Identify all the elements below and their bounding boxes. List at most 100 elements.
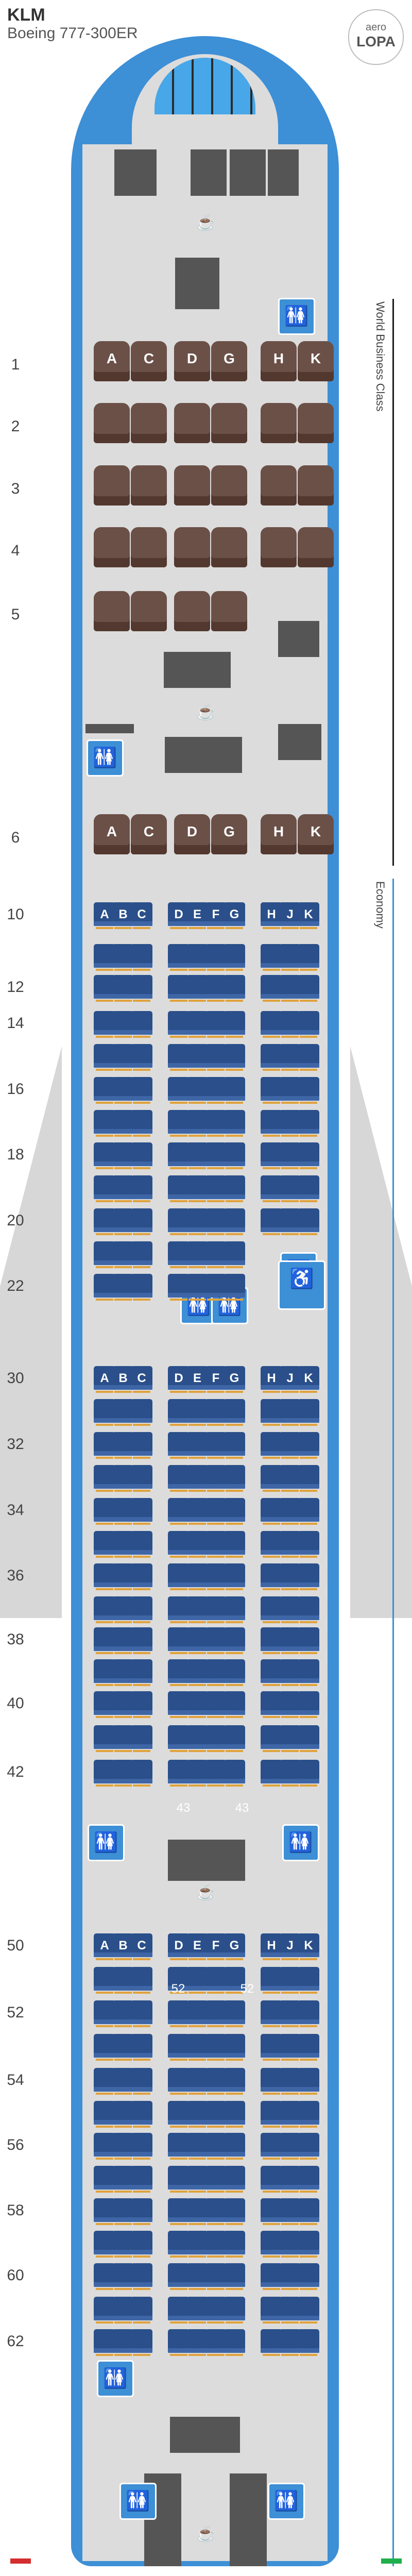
economy-seat[interactable] bbox=[94, 2101, 115, 2128]
economy-seat[interactable] bbox=[279, 1011, 301, 1038]
economy-seat[interactable] bbox=[186, 1465, 208, 1492]
economy-seat[interactable] bbox=[298, 1563, 319, 1590]
economy-seat[interactable] bbox=[168, 2000, 190, 2027]
economy-seat[interactable] bbox=[131, 1659, 152, 1686]
economy-seat[interactable] bbox=[224, 1725, 245, 1752]
business-seat[interactable]: K bbox=[298, 341, 334, 381]
business-seat[interactable]: C bbox=[131, 341, 167, 381]
business-seat[interactable] bbox=[261, 403, 297, 443]
economy-seat[interactable] bbox=[94, 1659, 115, 1686]
economy-seat[interactable] bbox=[205, 2068, 227, 2095]
economy-seat[interactable] bbox=[94, 1760, 115, 1787]
economy-seat[interactable] bbox=[94, 2231, 115, 2258]
economy-seat[interactable] bbox=[279, 1432, 301, 1459]
economy-seat[interactable] bbox=[279, 1142, 301, 1169]
economy-seat[interactable] bbox=[112, 2263, 134, 2290]
economy-seat[interactable] bbox=[224, 944, 245, 971]
economy-seat[interactable] bbox=[168, 2101, 190, 2128]
economy-seat[interactable] bbox=[224, 1142, 245, 1169]
economy-seat[interactable] bbox=[298, 1659, 319, 1686]
economy-seat[interactable] bbox=[298, 1531, 319, 1558]
economy-seat[interactable] bbox=[298, 1627, 319, 1654]
economy-seat[interactable] bbox=[261, 2133, 282, 2160]
economy-seat[interactable] bbox=[279, 2231, 301, 2258]
business-seat[interactable]: H bbox=[261, 814, 297, 854]
economy-seat[interactable] bbox=[112, 1563, 134, 1590]
economy-seat[interactable] bbox=[94, 1044, 115, 1071]
economy-seat[interactable] bbox=[261, 2068, 282, 2095]
economy-seat[interactable]: F bbox=[205, 1933, 227, 1960]
economy-seat[interactable] bbox=[261, 1531, 282, 1558]
economy-seat[interactable] bbox=[186, 1627, 208, 1654]
economy-seat[interactable] bbox=[186, 2034, 208, 2061]
economy-seat[interactable]: G bbox=[224, 902, 245, 929]
business-seat[interactable]: D bbox=[174, 341, 210, 381]
economy-seat[interactable] bbox=[205, 1274, 227, 1301]
economy-seat[interactable] bbox=[205, 2133, 227, 2160]
economy-seat[interactable] bbox=[261, 1432, 282, 1459]
business-seat[interactable] bbox=[261, 465, 297, 506]
economy-seat[interactable] bbox=[131, 2133, 152, 2160]
economy-seat[interactable]: G bbox=[224, 1366, 245, 1393]
economy-seat[interactable] bbox=[168, 1627, 190, 1654]
economy-seat[interactable] bbox=[205, 1465, 227, 1492]
business-seat[interactable]: H bbox=[261, 341, 297, 381]
economy-seat[interactable] bbox=[205, 2198, 227, 2225]
economy-seat[interactable] bbox=[279, 2329, 301, 2356]
economy-seat[interactable] bbox=[224, 1432, 245, 1459]
economy-seat[interactable] bbox=[261, 1077, 282, 1104]
economy-seat[interactable] bbox=[94, 2034, 115, 2061]
economy-seat[interactable] bbox=[112, 2231, 134, 2258]
economy-seat[interactable] bbox=[131, 1142, 152, 1169]
economy-seat[interactable] bbox=[94, 1011, 115, 1038]
economy-seat[interactable] bbox=[131, 1691, 152, 1718]
economy-seat[interactable] bbox=[279, 1725, 301, 1752]
economy-seat[interactable] bbox=[112, 1110, 134, 1137]
economy-seat[interactable] bbox=[261, 1399, 282, 1426]
economy-seat[interactable] bbox=[186, 2133, 208, 2160]
economy-seat[interactable] bbox=[112, 1967, 134, 1994]
economy-seat[interactable] bbox=[224, 2263, 245, 2290]
economy-seat[interactable] bbox=[168, 1967, 190, 1994]
economy-seat[interactable]: E bbox=[186, 1366, 208, 1393]
economy-seat[interactable]: H bbox=[261, 902, 282, 929]
economy-seat[interactable] bbox=[112, 1691, 134, 1718]
economy-seat[interactable] bbox=[131, 1596, 152, 1623]
economy-seat[interactable] bbox=[298, 1725, 319, 1752]
economy-seat[interactable] bbox=[168, 1498, 190, 1525]
business-seat[interactable] bbox=[131, 403, 167, 443]
economy-seat[interactable]: K bbox=[298, 902, 319, 929]
economy-seat[interactable] bbox=[168, 2068, 190, 2095]
economy-seat[interactable] bbox=[168, 2297, 190, 2324]
business-seat[interactable]: K bbox=[298, 814, 334, 854]
economy-seat[interactable] bbox=[205, 1077, 227, 1104]
business-seat[interactable] bbox=[174, 527, 210, 567]
economy-seat[interactable] bbox=[298, 1465, 319, 1492]
economy-seat[interactable]: D bbox=[168, 1366, 190, 1393]
business-seat[interactable]: A bbox=[94, 341, 130, 381]
economy-seat[interactable] bbox=[112, 1596, 134, 1623]
economy-seat[interactable] bbox=[205, 1142, 227, 1169]
economy-seat[interactable] bbox=[205, 1110, 227, 1137]
economy-seat[interactable] bbox=[298, 1208, 319, 1235]
economy-seat[interactable] bbox=[261, 1691, 282, 1718]
economy-seat[interactable] bbox=[186, 1563, 208, 1590]
economy-seat[interactable] bbox=[112, 1142, 134, 1169]
economy-seat[interactable] bbox=[131, 2000, 152, 2027]
economy-seat[interactable] bbox=[94, 1142, 115, 1169]
economy-seat[interactable]: C bbox=[131, 902, 152, 929]
economy-seat[interactable] bbox=[131, 1531, 152, 1558]
economy-seat[interactable] bbox=[224, 2198, 245, 2225]
economy-seat[interactable] bbox=[186, 1110, 208, 1137]
economy-seat[interactable] bbox=[131, 1274, 152, 1301]
business-seat[interactable]: A bbox=[94, 814, 130, 854]
economy-seat[interactable] bbox=[279, 975, 301, 1002]
economy-seat[interactable] bbox=[168, 1691, 190, 1718]
economy-seat[interactable] bbox=[112, 2166, 134, 2193]
economy-seat[interactable] bbox=[279, 1399, 301, 1426]
economy-seat[interactable] bbox=[261, 2000, 282, 2027]
economy-seat[interactable] bbox=[131, 2101, 152, 2128]
economy-seat[interactable] bbox=[261, 1465, 282, 1492]
business-seat[interactable]: G bbox=[211, 341, 247, 381]
economy-seat[interactable] bbox=[168, 2166, 190, 2193]
